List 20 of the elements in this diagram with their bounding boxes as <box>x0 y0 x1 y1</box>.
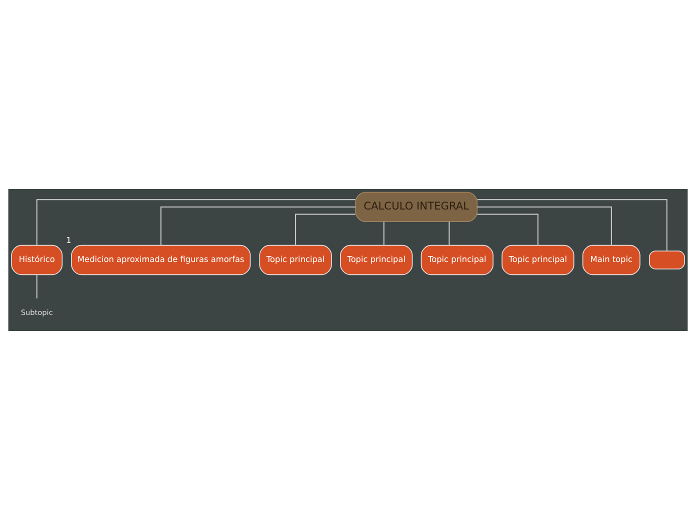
node-box: Main topic <box>582 244 640 276</box>
connector <box>448 221 450 246</box>
connector <box>36 274 38 299</box>
node-text: Subtopic <box>20 308 53 317</box>
node-box: Medicion aproximada de figuras amorfas <box>71 244 251 276</box>
connector <box>36 199 356 246</box>
node-box: Topic principal <box>420 244 494 276</box>
node-box: CALCULO INTEGRAL <box>355 192 478 222</box>
node-box: Topic principal <box>502 244 574 276</box>
connector <box>383 221 384 246</box>
connector <box>476 206 612 246</box>
node-box: Histórico <box>11 244 63 276</box>
connector <box>295 214 356 246</box>
node-label: 1 <box>66 234 72 245</box>
connector <box>476 214 538 246</box>
node-box: Topic principal <box>340 244 413 276</box>
connector <box>160 206 356 246</box>
connector <box>476 199 668 252</box>
node-box <box>648 250 685 270</box>
node-box: Topic principal <box>259 244 332 276</box>
